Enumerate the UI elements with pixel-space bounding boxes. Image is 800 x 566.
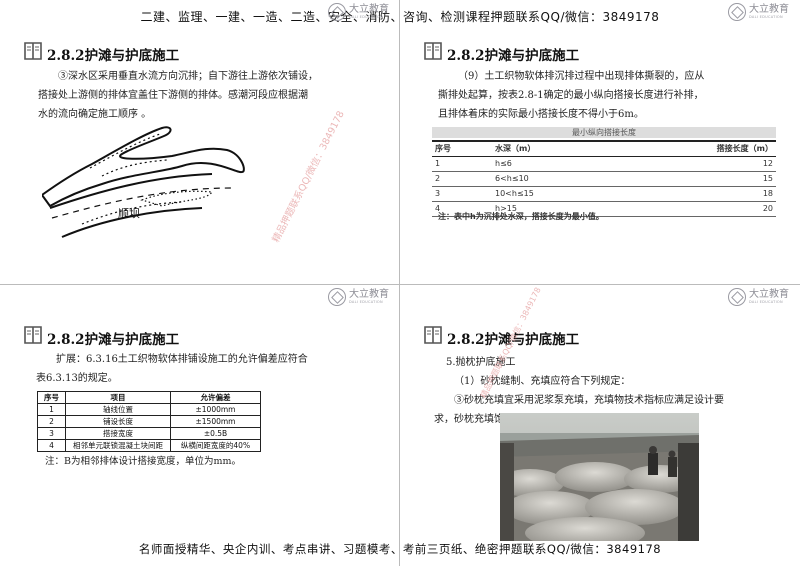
section-title: 2.8.2护滩与护底施工 xyxy=(47,332,180,348)
slide-divider-horizontal xyxy=(0,284,800,285)
slide-divider-vertical xyxy=(399,0,400,566)
subheading: 5.抛枕护底施工 xyxy=(446,357,516,368)
section-book-icon xyxy=(424,326,442,344)
logo-subtitle: DALI EDUCATION xyxy=(349,14,383,19)
table-header-row: 序号项目允许偏差 xyxy=(37,391,261,404)
body-text: （9）土工织物软体排沉排过程中出现排体撕裂的，应从 撕排处起算，按表2.8-1确… xyxy=(438,71,705,120)
figure-label: 顺坝 xyxy=(118,206,140,220)
table-note: 注：B为相邻排体设计搭接宽度，单位为mm。 xyxy=(45,456,241,467)
section-book-icon xyxy=(24,42,42,60)
table-note: 注：表中h为沉排处水深，搭接长度为最小值。 xyxy=(438,212,604,221)
body-text: 扩展：6.3.16土工织物软体排铺设施工的允许偏差应符合 表6.3.13的规定。 xyxy=(36,354,308,384)
logo-mark-icon xyxy=(728,3,746,21)
body-text: ③深水区采用垂直水流方向沉排；自下游往上游依次铺设， 搭接处上游侧的排体宜盖住下… xyxy=(38,71,318,120)
section-title: 2.8.2护滩与护底施工 xyxy=(447,332,580,348)
section-title: 2.8.2护滩与护底施工 xyxy=(447,48,580,64)
list-item: （1）砂枕缝制、充填应符合下列规定： xyxy=(454,376,631,387)
logo-name: 大立教育 xyxy=(349,3,389,15)
logo-mark-icon xyxy=(328,288,346,306)
logo-mark-icon xyxy=(728,288,746,306)
logo-mark-icon xyxy=(328,3,346,21)
section-title: 2.8.2护滩与护底施工 xyxy=(47,48,180,64)
section-book-icon xyxy=(424,42,442,60)
section-book-icon xyxy=(24,326,42,344)
table-header-row: 序号 水深（m） 搭接长度（m） xyxy=(432,140,776,157)
table-caption: 最小纵向搭接长度 xyxy=(432,127,776,138)
sandbag-photo xyxy=(500,413,699,541)
spur-dike-diagram: 顺坝 xyxy=(42,126,245,238)
